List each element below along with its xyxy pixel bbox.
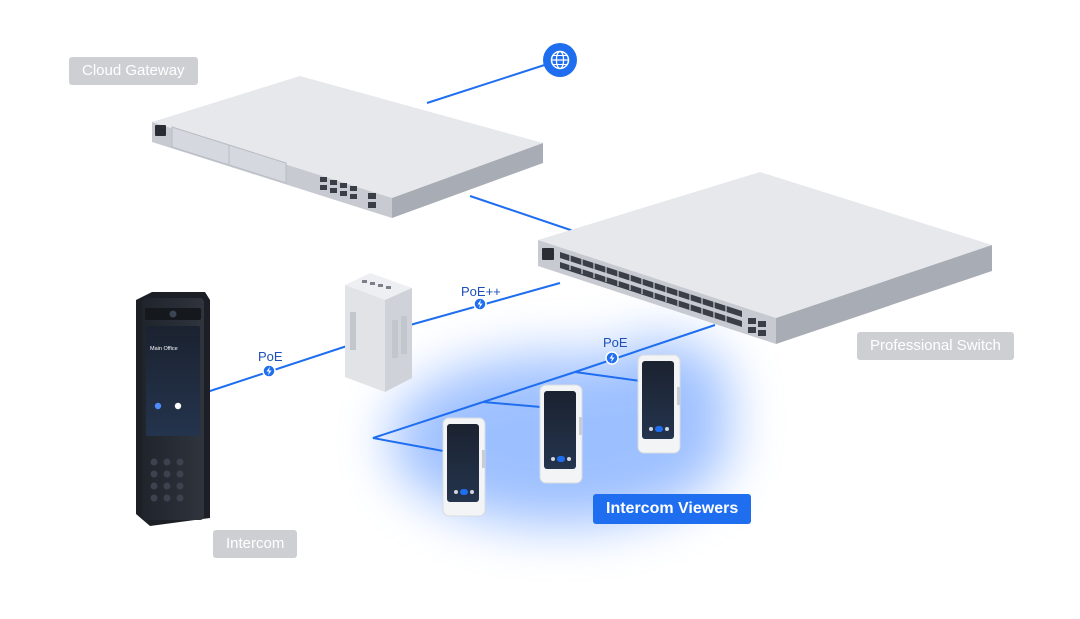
intercom-viewer-1	[442, 417, 486, 517]
globe-icon	[543, 43, 577, 77]
power-bolt-icon	[473, 297, 487, 311]
professional-switch-device	[538, 172, 992, 344]
professional-switch-label: Professional Switch	[857, 332, 1014, 360]
viewer1-link	[372, 401, 484, 456]
poe-injector-device	[345, 273, 412, 392]
poe-intercom-label: PoE	[258, 349, 283, 364]
power-bolt-icon	[262, 364, 276, 378]
intercom-viewers-label: Intercom Viewers	[593, 494, 752, 524]
intercom-screen-title: Main Office	[150, 346, 178, 352]
gateway-internet-link	[426, 59, 561, 104]
power-bolt-icon	[605, 351, 619, 365]
injector-intercom-link	[206, 344, 351, 393]
intercom-viewer-3	[637, 354, 681, 454]
intercom-viewer-2	[539, 384, 583, 484]
poe-plus-plus-label: PoE++	[461, 284, 501, 299]
poe-viewers-label: PoE	[603, 335, 628, 350]
intercom-label: Intercom	[213, 530, 298, 558]
cloud-gateway-device	[152, 76, 543, 218]
intercom-device: Main Office	[136, 292, 210, 526]
cloud-gateway-label: Cloud Gateway	[69, 57, 198, 85]
